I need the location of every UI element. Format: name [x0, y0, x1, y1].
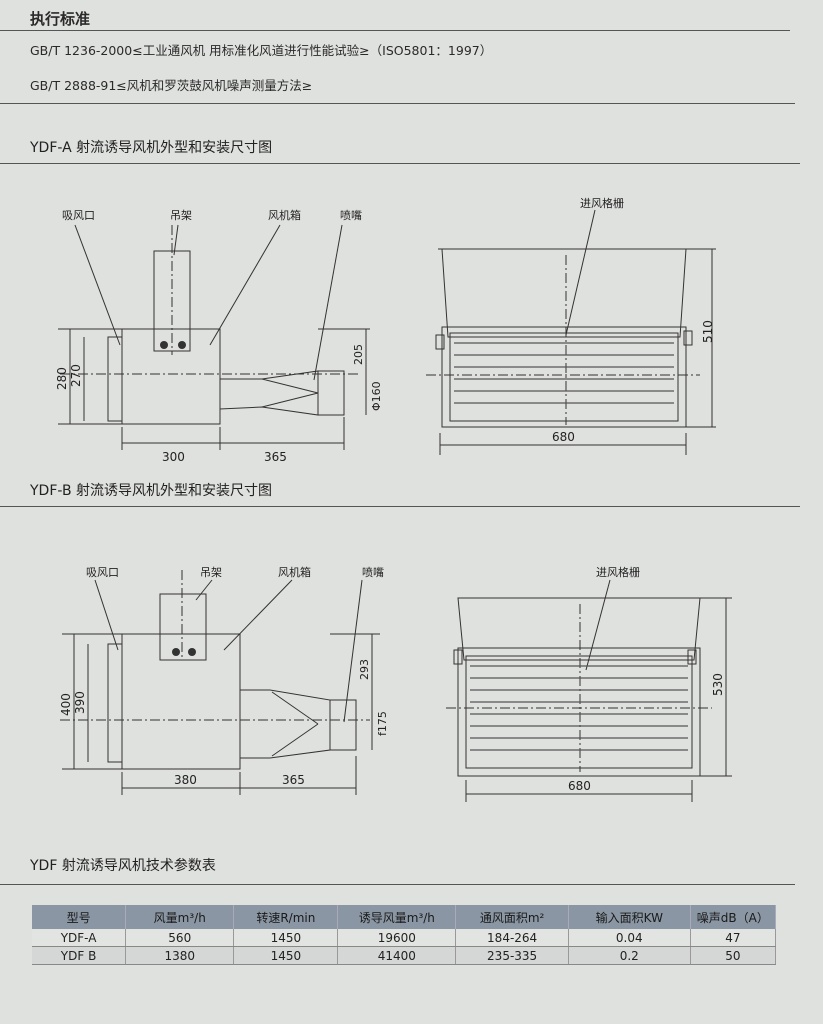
cell: 0.2 [568, 946, 691, 965]
fan-box [121, 633, 241, 770]
grille [465, 655, 693, 769]
dim-w-box: 300 [162, 450, 185, 464]
dim-nozzle-dia: f175 [376, 711, 389, 736]
standard-item-1: GB/T 1236-2000≤工业通风机 用标准化风道进行性能试验≥（ISO58… [30, 43, 493, 58]
label-grille: 进风格栅 [580, 196, 624, 210]
section-title-a: YDF-A 射流诱导风机外型和安装尺寸图 [30, 140, 273, 156]
divider [0, 30, 790, 31]
inlet-flange [107, 336, 123, 422]
label-nozzle: 喷嘴 [362, 566, 384, 579]
dim-front-h: 530 [711, 673, 725, 696]
col-header-induced-airflow: 诱导风量m³/h [337, 905, 457, 929]
spec-table: 型号 风量m³/h 转速R/min 诱导风量m³/h 通风面积m² 输入面积KW… [32, 905, 777, 965]
table-row: YDF-A 560 1450 19600 184-264 0.04 47 [32, 929, 777, 947]
cell: 1450 [233, 929, 339, 947]
label-hanger: 吊架 [200, 566, 222, 579]
front-hood [441, 248, 687, 338]
label-nozzle: 喷嘴 [340, 209, 362, 222]
diagram-b: 吸风口 吊架 风机箱 喷嘴 进风格栅 380 365 680 400 390 2… [59, 565, 732, 802]
col-header-power: 输入面积KW [568, 905, 691, 929]
dim-nozzle-offset: 205 [352, 344, 365, 365]
dim-front-w: 680 [552, 430, 575, 444]
cell: YDF B [32, 946, 127, 965]
dim-nozzle-dia: Φ160 [370, 381, 383, 411]
dim-w-nozzle: 365 [282, 773, 305, 787]
inlet-flange [107, 643, 123, 763]
dim-h-inner: 270 [69, 364, 83, 387]
label-hanger: 吊架 [170, 209, 192, 222]
cell: YDF-A [32, 929, 127, 947]
dim-front-w: 680 [568, 779, 591, 793]
dim-h-outer: 400 [59, 693, 73, 716]
front-frame [441, 326, 687, 428]
cell: 184-264 [455, 929, 569, 947]
nozzle-body [239, 689, 331, 759]
cell: 235-335 [455, 946, 569, 965]
dim-h-inner: 390 [73, 691, 87, 714]
nozzle-tip [329, 699, 357, 751]
divider [0, 884, 795, 885]
divider [0, 163, 800, 164]
cell: 50 [690, 946, 777, 965]
cell: 47 [690, 929, 777, 947]
label-box: 风机箱 [278, 565, 311, 579]
front-hood [457, 597, 701, 661]
diagram-a: 吸风口 吊架 风机箱 喷嘴 进风格栅 300 365 680 280 270 2… [55, 196, 716, 464]
label-box: 风机箱 [268, 208, 301, 222]
col-header-speed: 转速R/min [233, 905, 339, 929]
standards-title: 执行标准 [30, 10, 91, 28]
nozzle-tip [317, 370, 345, 416]
divider [0, 506, 800, 507]
nozzle-body [219, 370, 319, 416]
col-header-area: 通风面积m² [455, 905, 569, 929]
label-inlet: 吸风口 [62, 209, 95, 222]
cell: 1450 [233, 946, 339, 965]
divider [0, 103, 795, 104]
cell: 0.04 [568, 929, 691, 947]
label-grille: 进风格栅 [596, 565, 640, 579]
dim-nozzle-offset: 293 [358, 659, 371, 680]
cell: 19600 [337, 929, 457, 947]
col-header-noise: 噪声dB（A） [690, 905, 777, 929]
hanger [159, 593, 207, 661]
cell: 1380 [125, 946, 235, 965]
col-header-model: 型号 [32, 905, 127, 929]
front-frame [457, 647, 701, 777]
standard-item-2: GB/T 2888-91≤风机和罗茨鼓风机噪声测量方法≥ [30, 78, 313, 93]
dim-w-nozzle: 365 [264, 450, 287, 464]
cell: 560 [125, 929, 235, 947]
dim-h-outer: 280 [55, 367, 69, 390]
dim-front-h: 510 [701, 320, 715, 343]
label-inlet: 吸风口 [86, 566, 119, 579]
grille [449, 332, 679, 422]
table-title: YDF 射流诱导风机技术参数表 [30, 858, 216, 874]
dim-w-box: 380 [174, 773, 197, 787]
col-header-airflow: 风量m³/h [125, 905, 235, 929]
table-header-row: 型号 风量m³/h 转速R/min 诱导风量m³/h 通风面积m² 输入面积KW… [32, 905, 777, 929]
fan-box [121, 328, 221, 425]
table-row: YDF B 1380 1450 41400 235-335 0.2 50 [32, 946, 777, 965]
cell: 41400 [337, 946, 457, 965]
section-title-b: YDF-B 射流诱导风机外型和安装尺寸图 [30, 483, 272, 499]
